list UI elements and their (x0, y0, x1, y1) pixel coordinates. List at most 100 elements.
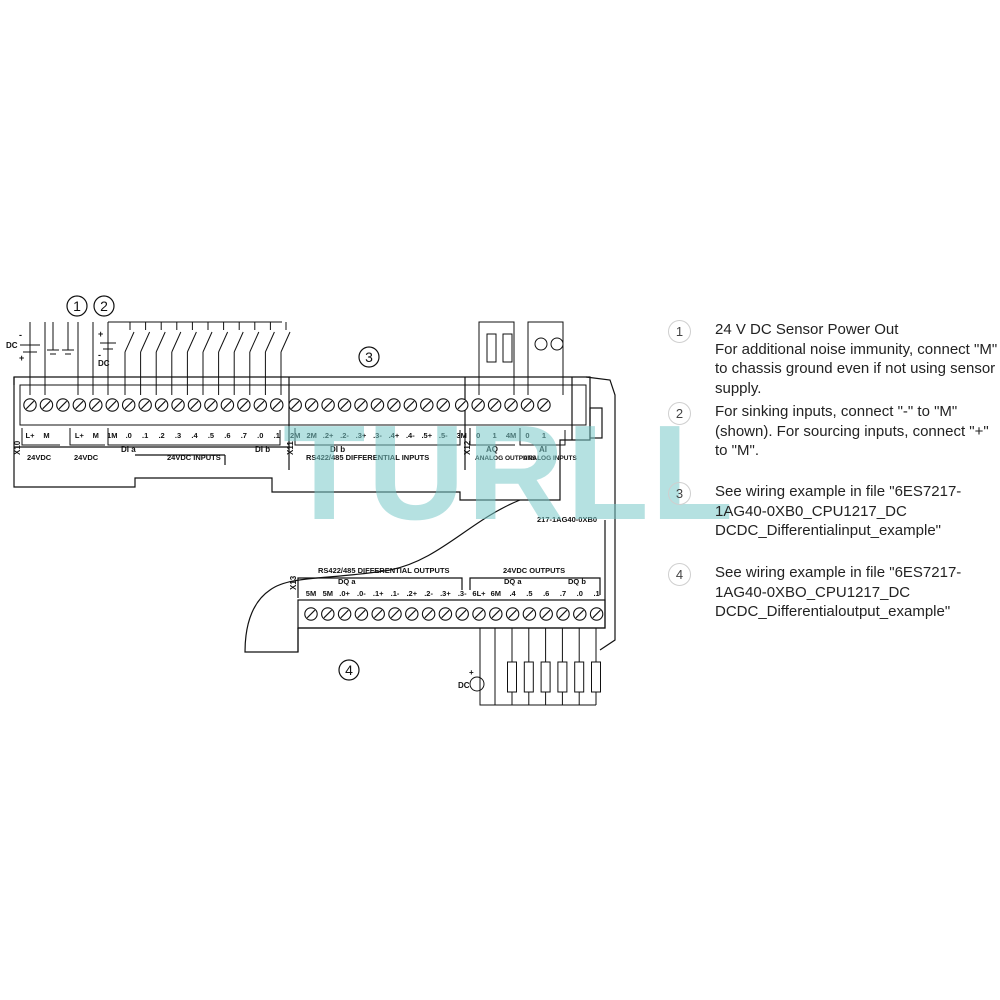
output-load (557, 628, 568, 705)
output-wiring (469, 628, 596, 706)
label-analog-out: ANALOG OUTPUTS (475, 455, 537, 462)
diagram-labels: DC - + + - DC X10 24VDC 24VDC DI a DI b … (6, 329, 597, 690)
callout-3: 3 (358, 346, 380, 368)
terminal-label: .3 (175, 431, 181, 440)
terminal-screw (304, 607, 318, 621)
callout-4: 4 (338, 659, 360, 681)
label-24vdc-inputs: 24VDC INPUTS (167, 453, 221, 462)
terminal-label: 1M (107, 431, 117, 440)
terminal-screw (436, 398, 450, 412)
input-switch (171, 322, 182, 395)
terminal-label: 1 (493, 431, 497, 440)
terminal-screw (121, 398, 136, 412)
terminal-screw (304, 398, 319, 412)
terminal-screw (288, 398, 302, 412)
note-2: 2 For sinking inputs, connect "-" to "M"… (668, 402, 1000, 482)
terminal-screw (522, 607, 537, 621)
terminal-screw (89, 398, 103, 412)
terminal-label: .3- (458, 589, 467, 598)
note-badge: 2 (668, 402, 691, 425)
watermark-logo: TURLL (283, 397, 736, 548)
label-rs-in: RS422/485 DIFFERENTIAL INPUTS (306, 453, 429, 462)
terminal-label: .3- (373, 431, 382, 440)
label-dqa: DQ a (338, 577, 356, 586)
label-minus-left: - (19, 330, 22, 340)
label-dib2: DI b (330, 445, 345, 454)
terminal-label: M (43, 431, 49, 440)
label-24vdc-out: 24VDC OUTPUTS (503, 566, 565, 575)
terminal-screw (573, 607, 587, 621)
terminal-label: .1 (142, 431, 148, 440)
output-load (523, 628, 534, 705)
terminal-label: 6M (491, 589, 501, 598)
label-24vdc-b: 24VDC (74, 453, 99, 462)
terminal-label: .1+ (373, 589, 384, 598)
terminal-screw (204, 398, 218, 412)
terminal-screw (321, 607, 335, 621)
terminal-label: .2+ (406, 589, 417, 598)
terminal-label: .6 (224, 431, 230, 440)
terminal-screw (154, 398, 169, 412)
terminal-label: 1 (542, 431, 546, 440)
terminal-screw (420, 398, 434, 412)
label-dqb: DQ b (568, 577, 586, 586)
terminal-screw (505, 607, 520, 621)
upper-brackets (21, 428, 566, 446)
label-dc-bot: DC (458, 681, 470, 690)
terminal-screw (370, 398, 385, 412)
terminal-label: .0 (126, 431, 132, 440)
output-load (507, 628, 517, 705)
terminal-screw (72, 398, 87, 412)
terminal-screw (537, 398, 551, 412)
terminal-screw (556, 607, 570, 621)
terminal-screw (56, 398, 70, 412)
terminal-screw (403, 398, 418, 412)
svg-text:4: 4 (345, 662, 353, 678)
label-aq: AQ (486, 445, 498, 454)
terminal-screw (487, 398, 502, 412)
input-switch (124, 322, 135, 395)
terminal-screw (405, 607, 419, 621)
terminal-screw (337, 398, 352, 412)
note-text: See wiring example in file "6ES7217-1AG4… (715, 564, 962, 620)
terminal-label: .2 (158, 431, 164, 440)
notes-list: 1 24 V DC Sensor Power Out For additiona… (668, 320, 1000, 622)
terminal-label: .4+ (389, 431, 400, 440)
lower-terminal-block (304, 607, 604, 621)
input-switch (202, 322, 213, 395)
note-3: 3 See wiring example in file "6ES7217-1A… (668, 482, 1000, 563)
terminal-screw (253, 398, 268, 412)
note-badge: 4 (668, 563, 691, 586)
note-text: See wiring example in file "6ES7217-1AG4… (715, 483, 962, 539)
terminal-label: L+ (26, 431, 36, 440)
terminal-label: 3M (456, 431, 466, 440)
terminal-label: .7 (560, 589, 566, 598)
terminal-label: 6L+ (472, 589, 486, 598)
terminal-label: .4 (509, 589, 516, 598)
label-dqa2: DQ a (504, 577, 522, 586)
terminal-screw (539, 607, 553, 621)
terminal-label: 5M (306, 589, 316, 598)
terminal-label: .4 (191, 431, 198, 440)
input-switch (218, 322, 229, 395)
label-rs-out: RS422/485 DIFFERENTIAL OUTPUTS (318, 566, 450, 575)
input-switch (186, 322, 197, 395)
terminal-screw (371, 607, 385, 621)
terminal-screw (105, 398, 120, 412)
terminal-screw (438, 607, 453, 621)
note-1: 1 24 V DC Sensor Power Out For additiona… (668, 320, 1000, 402)
label-minus-mid: - (98, 350, 101, 360)
terminal-label: .1- (391, 589, 400, 598)
terminal-label: L+ (75, 431, 85, 440)
output-loads (507, 628, 601, 705)
terminal-screw (321, 398, 335, 412)
input-switches (124, 322, 291, 395)
terminal-label: .1 (593, 589, 599, 598)
terminal-screw (472, 607, 486, 621)
note-text: 24 V DC Sensor Power Out For additional … (715, 321, 998, 397)
terminal-label: .3+ (440, 589, 451, 598)
terminal-label: 2M (306, 431, 316, 440)
terminal-label: .5- (439, 431, 448, 440)
